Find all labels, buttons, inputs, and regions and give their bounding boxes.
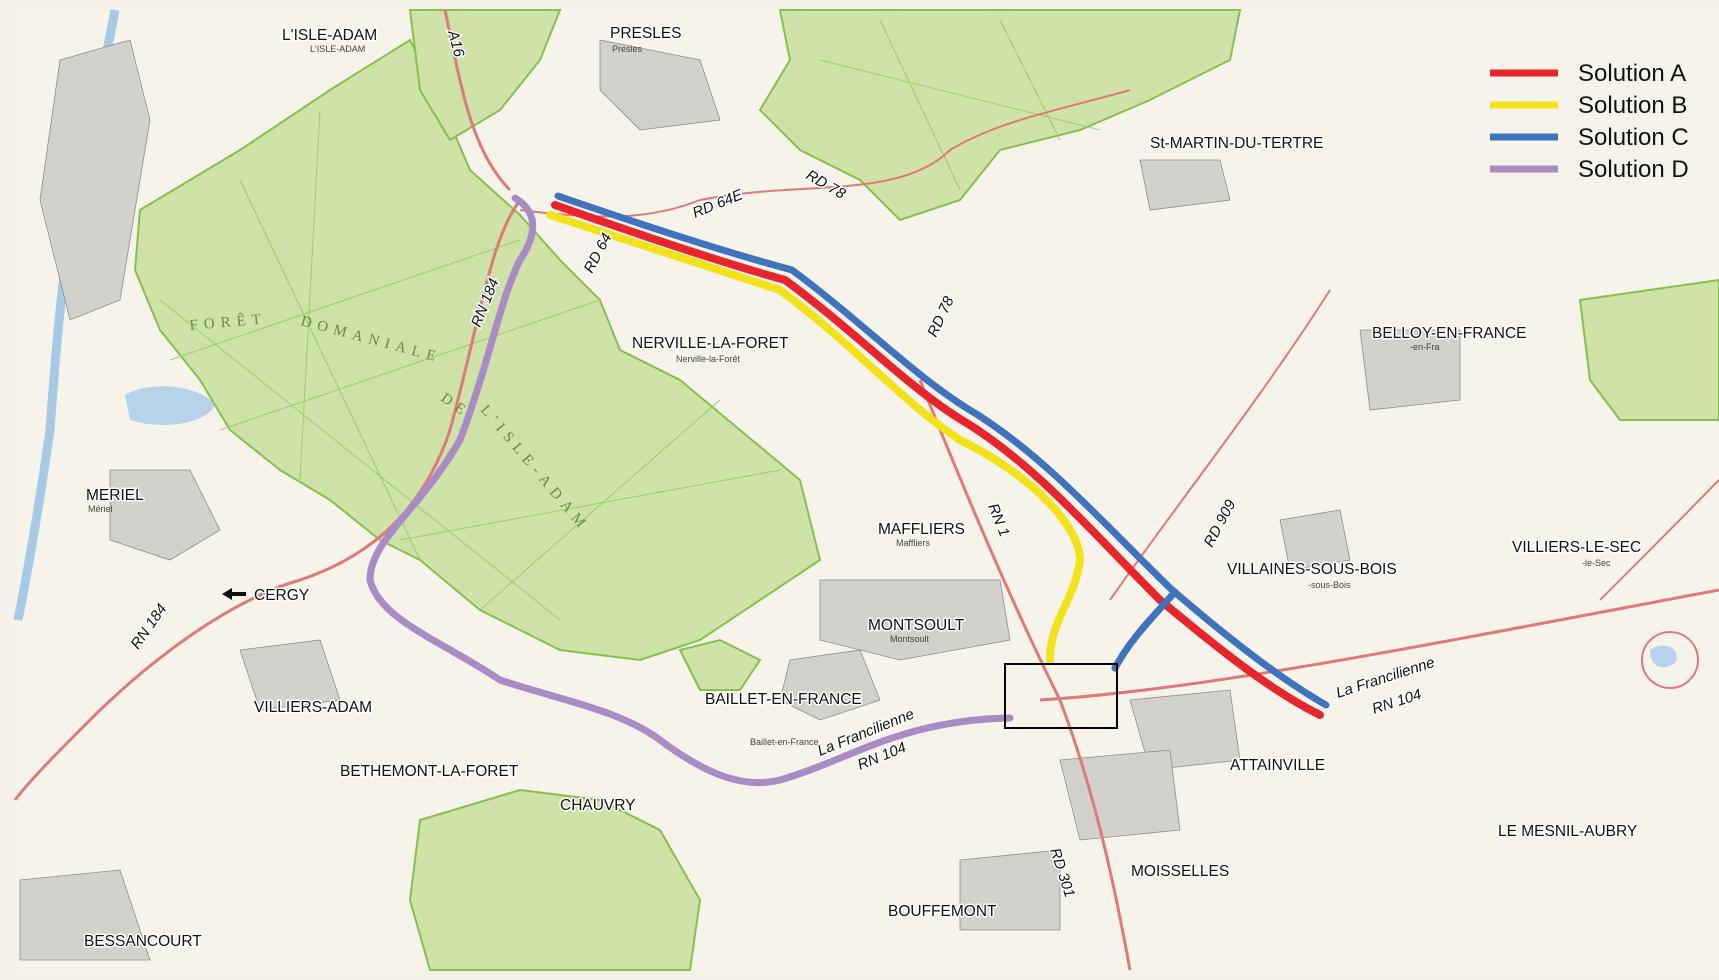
urban-belloy (1359, 329, 1461, 411)
road-rn184 (13, 199, 522, 801)
place-moisselles: MOISSELLES (1131, 863, 1229, 880)
forest-south (408, 788, 702, 971)
place-bessancourt: BESSANCOURT (84, 933, 202, 950)
forest-carnelle (758, 9, 1242, 222)
forest-path (999, 19, 1061, 141)
place-labels: L'ISLE-ADAM L'ISLE-ADAM PRESLES Presles … (83, 24, 1643, 952)
urban-attainville (1129, 689, 1241, 771)
place-villaines-sous-bois: VILLAINES-SOUS-BOIS (1227, 561, 1397, 578)
road-rd78 (699, 89, 1131, 201)
place-attainville: ATTAINVILLE (1230, 757, 1325, 774)
place-st-martin-du-tertre: St-MARTIN-DU-TERTRE (1150, 135, 1323, 152)
legend-label-c: Solution C (1578, 124, 1689, 151)
forest-path (479, 399, 721, 611)
urban-bessancourt (19, 869, 151, 961)
forest-areas (133, 9, 1719, 971)
forest-east (1578, 278, 1719, 421)
urban-bouffemont (959, 849, 1061, 931)
arrow-left-icon (222, 588, 246, 600)
forest-north-isle-adam (408, 9, 562, 142)
forest-path (169, 239, 521, 361)
urban-montsoult (819, 579, 1011, 661)
urban-moisselles (1059, 749, 1181, 841)
place-bethemont-la-foret: BETHEMONT-LA-FORET (340, 763, 519, 780)
urban-villiers-adam (239, 639, 341, 711)
place-baillet-sub: Baillet-en-France (750, 737, 819, 747)
place-villiers-le-sec-sub: -le-Sec (1582, 558, 1611, 568)
place-villiers-le-sec: VILLIERS-LE-SEC (1512, 539, 1641, 556)
place-baillet-en-france: BAILLET-EN-FRANCE (705, 691, 862, 708)
place-presles-sub: Presles (612, 44, 643, 54)
place-belloy-sub: -en-Fra (1410, 342, 1440, 352)
lake (125, 386, 215, 425)
place-montsoult-sub: Montsoult (890, 634, 930, 644)
forest-path (159, 299, 561, 621)
place-maffliers-sub: Maffliers (896, 538, 930, 548)
legend: Solution A Solution B Solution C Solutio… (1490, 60, 1689, 183)
forest-label-foret: FORÊT (189, 310, 268, 334)
forest-path (819, 59, 1101, 131)
place-le-mesnil-aubry: LE MESNIL-AUBRY (1498, 823, 1637, 840)
place-montsoult: MONTSOULT (868, 617, 965, 634)
route-solution-c-spur (1111, 588, 1179, 672)
road-a16 (443, 9, 512, 192)
forest-path (299, 109, 321, 481)
legend-label-d: Solution D (1578, 156, 1689, 183)
place-meriel-sub: Mériel (88, 504, 113, 514)
place-bouffemont: BOUFFEMONT (888, 903, 997, 920)
urban-presles (599, 39, 721, 131)
interchange-east (1641, 631, 1699, 689)
place-villiers-adam: VILLIERS-ADAM (254, 699, 372, 716)
route-solution-a (551, 201, 1324, 719)
pond-east (1650, 645, 1677, 668)
place-l-isle-adam-sub: L'ISLE-ADAM (310, 44, 365, 54)
legend-label-a: Solution A (1578, 60, 1686, 87)
place-meriel: MERIEL (86, 487, 144, 504)
legend-label-b: Solution B (1578, 92, 1687, 119)
forest-paths (159, 19, 1101, 621)
urban-villaines (1279, 509, 1351, 571)
place-l-isle-adam: L'ISLE-ADAM (282, 27, 377, 44)
route-solution-d (366, 194, 1014, 787)
place-belloy-en-france: BELLOY-EN-FRANCE (1372, 325, 1526, 342)
route-solution-c (554, 192, 1330, 709)
urban-areas (19, 39, 1461, 961)
forest-path (879, 19, 961, 191)
place-chauvry: CHAUVRY (560, 797, 636, 814)
forest-path (219, 299, 601, 431)
place-presles: PRESLES (610, 25, 682, 42)
interchange-loop (1641, 631, 1699, 689)
forest-path (399, 469, 781, 541)
existing-roads (13, 9, 1719, 971)
direction-cergy-label: CERGY (254, 587, 309, 604)
direction-cergy: CERGY (222, 586, 311, 606)
road-d-east (1599, 479, 1719, 601)
interchange-highlight-box (1004, 663, 1118, 729)
place-villaines-sub: -sous-Bois (1308, 580, 1351, 590)
place-nerville-sub: Nerville-la-Forêt (676, 354, 741, 364)
urban-st-martin (1139, 159, 1231, 211)
place-maffliers: MAFFLIERS (878, 521, 965, 538)
urban-baillet (779, 649, 881, 721)
road-rn104-east (1039, 588, 1719, 702)
place-nerville-la-foret: NERVILLE-LA-FORET (632, 335, 789, 352)
forest-path (239, 179, 421, 561)
forest-baillet (678, 638, 762, 691)
urban-l-isle-adam (39, 39, 151, 321)
urban-meriel (109, 469, 221, 561)
route-solution-b (546, 211, 1085, 664)
